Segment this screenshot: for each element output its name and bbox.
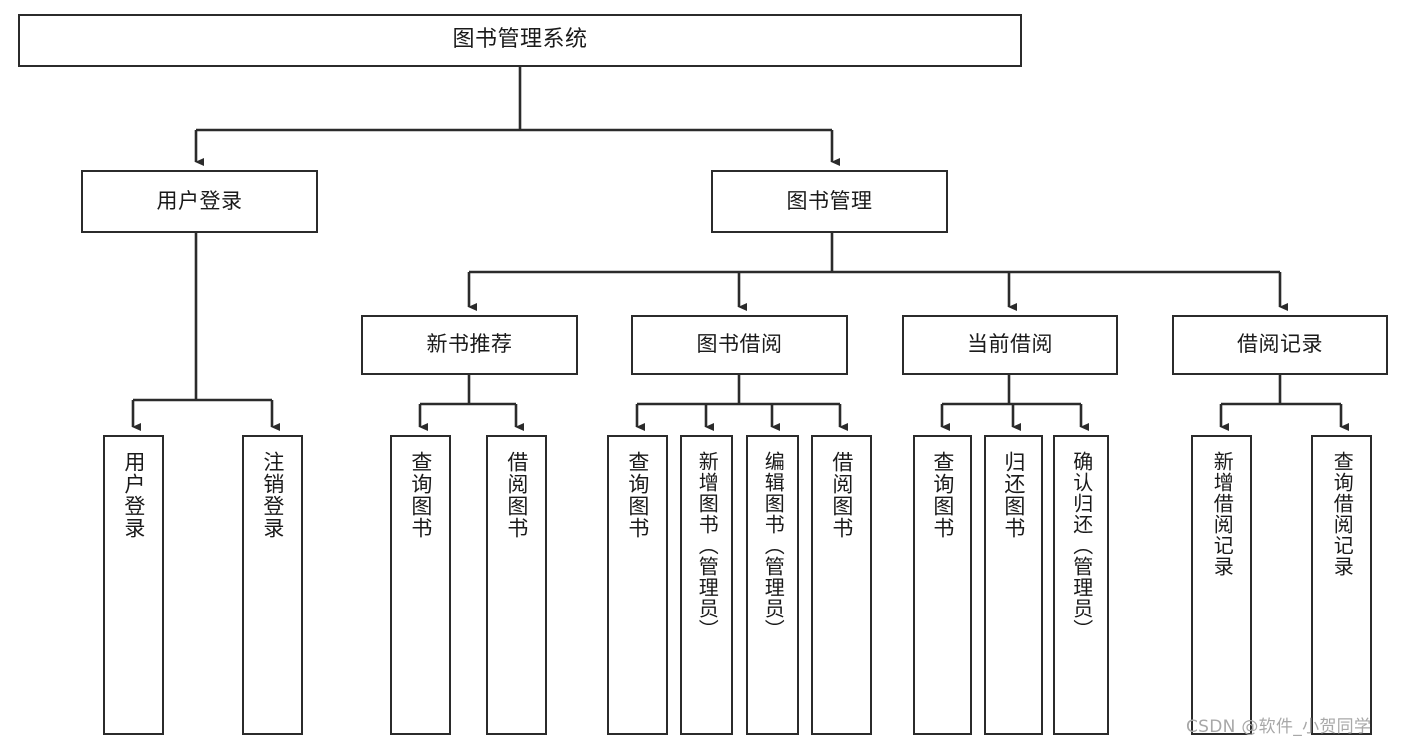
- leaf-add-book-admin[interactable]: 新增图书（管理员）: [680, 435, 733, 735]
- node-book-management[interactable]: 图书管理: [711, 170, 948, 233]
- leaf-logout[interactable]: 注销登录: [242, 435, 303, 735]
- node-book-borrow-label: 图书借阅: [696, 332, 783, 357]
- leaf-query-book-current[interactable]: 查询图书: [913, 435, 972, 735]
- leaf-query-book-recommend[interactable]: 查询图书: [390, 435, 451, 735]
- node-borrow-record[interactable]: 借阅记录: [1172, 315, 1388, 375]
- node-root[interactable]: 图书管理系统: [18, 14, 1022, 67]
- node-root-label: 图书管理系统: [452, 27, 588, 53]
- leaf-borrow-book-recommend[interactable]: 借阅图书: [486, 435, 547, 735]
- node-new-book-recommend-label: 新书推荐: [426, 332, 513, 357]
- leaf-user-login-label: 用户登录: [121, 451, 146, 539]
- node-borrow-record-label: 借阅记录: [1237, 332, 1323, 357]
- leaf-borrow-book-label: 借阅图书: [829, 451, 854, 539]
- leaf-query-book-current-label: 查询图书: [930, 451, 955, 539]
- watermark: CSDN @软件_小贺同学: [1186, 717, 1372, 737]
- leaf-add-borrow-record-label: 新增借阅记录: [1210, 451, 1235, 577]
- node-user-login[interactable]: 用户登录: [81, 170, 318, 233]
- node-book-management-label: 图书管理: [786, 188, 873, 213]
- leaf-edit-book-admin-label: 编辑图书（管理员）: [761, 451, 786, 640]
- leaf-query-borrow-record[interactable]: 查询借阅记录: [1311, 435, 1372, 735]
- leaf-add-book-admin-label: 新增图书（管理员）: [695, 451, 720, 640]
- leaf-add-borrow-record[interactable]: 新增借阅记录: [1191, 435, 1252, 735]
- leaf-logout-label: 注销登录: [260, 451, 285, 539]
- node-current-borrow-label: 当前借阅: [967, 332, 1053, 357]
- leaf-confirm-return-admin[interactable]: 确认归还（管理员）: [1053, 435, 1109, 735]
- leaf-edit-book-admin[interactable]: 编辑图书（管理员）: [746, 435, 799, 735]
- leaf-return-book[interactable]: 归还图书: [984, 435, 1043, 735]
- leaf-query-book-borrow[interactable]: 查询图书: [607, 435, 668, 735]
- leaf-return-book-label: 归还图书: [1001, 451, 1026, 539]
- leaf-confirm-return-admin-label: 确认归还（管理员）: [1069, 451, 1094, 640]
- leaf-user-login[interactable]: 用户登录: [103, 435, 164, 735]
- leaf-query-book-borrow-label: 查询图书: [625, 451, 650, 539]
- node-new-book-recommend[interactable]: 新书推荐: [361, 315, 578, 375]
- leaf-query-borrow-record-label: 查询借阅记录: [1330, 451, 1355, 577]
- node-book-borrow[interactable]: 图书借阅: [631, 315, 848, 375]
- leaf-borrow-book-recommend-label: 借阅图书: [504, 451, 529, 539]
- node-current-borrow[interactable]: 当前借阅: [902, 315, 1118, 375]
- leaf-borrow-book[interactable]: 借阅图书: [811, 435, 872, 735]
- leaf-query-book-recommend-label: 查询图书: [408, 451, 433, 539]
- node-user-login-label: 用户登录: [156, 188, 243, 213]
